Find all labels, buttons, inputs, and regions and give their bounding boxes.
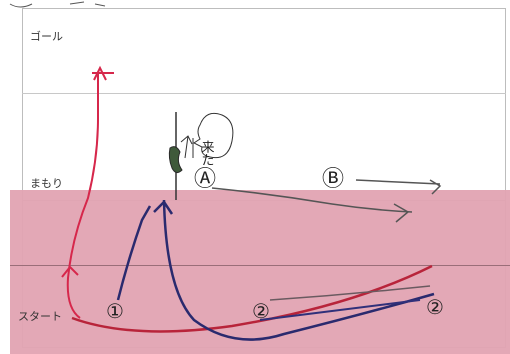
marker-b: Ⓑ <box>322 167 344 192</box>
defense-label: まもり <box>30 177 63 190</box>
red-arrow-head-mid <box>61 265 79 278</box>
navy-path-three <box>259 299 421 321</box>
start-label: スタート <box>18 310 62 323</box>
top-scribble <box>9 1 106 8</box>
marker-two-right: ② <box>426 295 444 319</box>
gray-lower-path <box>269 285 431 301</box>
marker-a: Ⓐ <box>194 167 216 192</box>
start-line <box>10 265 510 266</box>
pass-arrow-head <box>393 203 410 223</box>
b-arrow-tail <box>355 179 442 195</box>
red-path-lower <box>71 264 433 333</box>
speech-text: 来た <box>199 140 215 166</box>
marker-one: ① <box>106 299 124 323</box>
marker-two-left: ② <box>252 299 270 323</box>
navy-arrow-head <box>153 200 174 215</box>
pass-line <box>211 187 413 213</box>
defender-body <box>168 146 183 174</box>
start-zone-highlight <box>10 190 510 354</box>
goal-label: ゴール <box>30 30 63 43</box>
navy-path-two <box>162 199 435 341</box>
red-arrow-head-top <box>92 65 114 81</box>
speech-bubble <box>193 112 234 159</box>
red-path-main <box>66 72 99 319</box>
upward-arrows <box>180 135 194 159</box>
goal-line <box>22 93 506 94</box>
navy-path-one <box>116 205 152 301</box>
